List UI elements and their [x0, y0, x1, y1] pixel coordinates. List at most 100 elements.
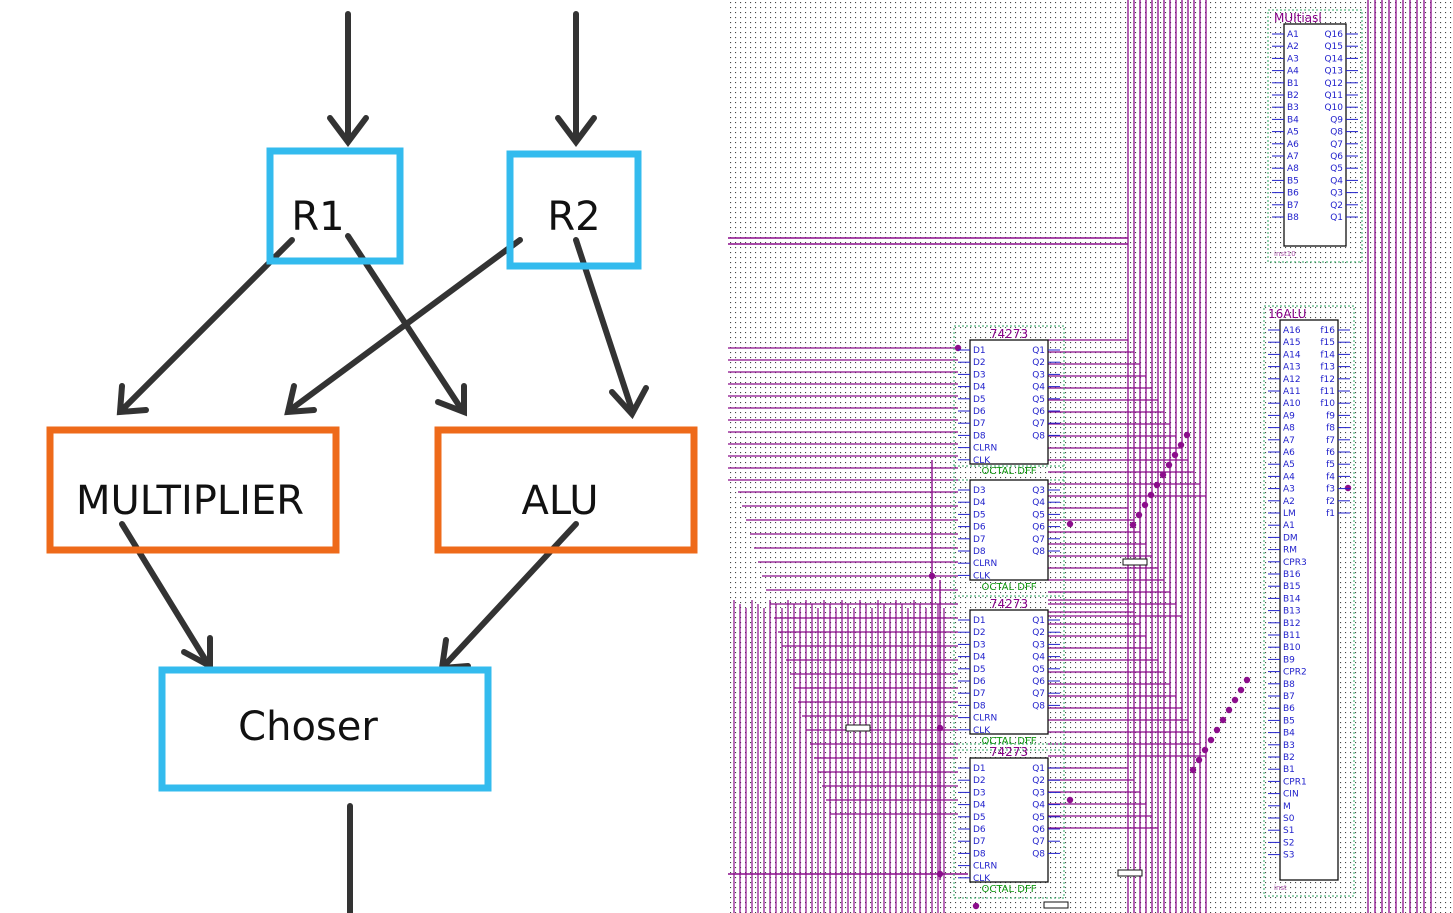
dff-chip-1-pin-label: D2: [973, 358, 986, 368]
multiplier-chip-pin-label: Q4: [1330, 176, 1343, 186]
dff-chip-4-pin-label: CLK: [973, 874, 991, 884]
dff-chip-3-pin-label: D4: [973, 653, 986, 663]
alu-chip-pin-label: B3: [1283, 741, 1295, 751]
dff-chip-2-pin-label: Q3: [1032, 486, 1045, 496]
alu-chip-pin-label: B7: [1283, 692, 1295, 702]
wire-junction-dot: [1153, 481, 1161, 489]
alu-chip-pin-label: RM: [1283, 546, 1297, 556]
alu-chip-pin-label: B15: [1283, 582, 1301, 592]
dff-chip-2-pin-label: Q6: [1032, 523, 1045, 533]
alu-chip-pin-label: f8: [1326, 424, 1335, 434]
dff-chip-3-pin-label: Q1: [1032, 616, 1045, 626]
multiplier-chip-pin-label: B6: [1287, 189, 1299, 199]
alu-chip-pin-label: S2: [1283, 838, 1294, 848]
multiplier-chip-pin-label: Q10: [1324, 103, 1343, 113]
dff-chip-3-pin-label: D2: [973, 628, 986, 638]
wire-junction-dot: [1177, 441, 1185, 449]
dff-chip-3: 74273D1D2D3D4D5D6D7D8CLRNCLKQ1Q2Q3Q4Q5Q6…: [953, 595, 1065, 751]
alu-chip-pin-label: f1: [1326, 509, 1335, 519]
dff-chip-1-pin-label: Q8: [1032, 431, 1045, 441]
alu-chip-pin-label: f7: [1326, 436, 1335, 446]
dff-chip-3-pin-label: CLRN: [973, 714, 997, 724]
alu-chip-pin-label: A5: [1283, 460, 1295, 470]
arrow-r2-to-multiplier: [287, 237, 523, 413]
alu-chip-pin-label: CPR2: [1283, 668, 1307, 678]
multiplier-chip-pin-label: Q3: [1330, 189, 1343, 199]
dff-chip-3-pin-label: Q8: [1032, 701, 1045, 711]
block-diagram: R1 R2 MULTIPLIER ALU Choser: [46, 11, 698, 913]
multiplier-chip-pin-label: A2: [1287, 42, 1299, 52]
multiplier-chip-frame: [1267, 9, 1363, 263]
dff-chip-2-pin-label: CLRN: [973, 559, 997, 569]
multiplier-chip-body: [1283, 23, 1347, 247]
alu-chip-pin-label: A1: [1283, 521, 1295, 531]
alu-chip-pin-label: A7: [1283, 436, 1295, 446]
dff-chip-3-pin-label: Q7: [1032, 689, 1045, 699]
alu-chip-pin-label: A12: [1283, 375, 1301, 385]
alu-chip-pin-label: f4: [1326, 472, 1335, 482]
alu-chip-pin-label: A6: [1283, 448, 1295, 458]
dff-chip-4-pin-label: D5: [973, 813, 986, 823]
dff-chip-2-pin-label: D7: [973, 535, 986, 545]
multiplier-chip-pin-label: Q15: [1324, 42, 1343, 52]
dff-chip-3-pin-label: D1: [973, 616, 986, 626]
wire-junction-dot: [972, 902, 980, 910]
dff-chip-1-pin-label: D7: [973, 419, 986, 429]
alu-chip-pin-label: B2: [1283, 753, 1295, 763]
arrowhead-r1-to-alu: [435, 383, 467, 417]
dff-chip-3-pin-label: D6: [973, 677, 986, 687]
dff-chip-2-pin-label: Q8: [1032, 547, 1045, 557]
wire-junction-dot: [1195, 756, 1203, 764]
dff-chip-2-pin-label: Q4: [1032, 498, 1045, 508]
multiplier-chip-pin-label: Q16: [1324, 30, 1343, 40]
multiplier-label: MULTIPLIER: [76, 478, 304, 524]
dff-chip-1-pin-label: Q3: [1032, 370, 1045, 380]
dff-chip-3-pin-label: D7: [973, 689, 986, 699]
wire-junction-dot: [1231, 696, 1239, 704]
alu-chip-pin-label: B13: [1283, 607, 1301, 617]
dff-chip-1-body: [969, 339, 1049, 465]
alu-chip-title: 16ALU: [1268, 307, 1306, 321]
dff-chip-3-title: 74273: [990, 597, 1028, 611]
multiplier-chip-pin-label: A5: [1287, 128, 1299, 138]
r1-label: R1: [291, 194, 344, 240]
multiplier-chip-pin-label: A8: [1287, 164, 1299, 174]
dff-chip-2-body: [969, 479, 1049, 581]
dff-chip-1-pin-label: Q7: [1032, 419, 1045, 429]
arrowhead-multiplier-to-choser: [181, 635, 213, 672]
multiplier-chip: MUItiaslA1A2A3A4B1B2B3B4A5A6A7A8B5B6B7B8…: [1267, 9, 1363, 263]
dff-chip-4-pin-label: Q7: [1032, 837, 1045, 847]
dff-chip-1-pin-label: D8: [973, 431, 986, 441]
alu-chip-pin-label: A13: [1283, 363, 1301, 373]
multiplier-chip-pin-label: A1: [1287, 30, 1299, 40]
io-pin-connector: [1122, 558, 1148, 566]
alu-chip-pin-label: M: [1283, 802, 1291, 812]
alu-chip-pin-label: DM: [1283, 533, 1298, 543]
dff-chip-3-pin-label: Q3: [1032, 640, 1045, 650]
wire-junction-dot: [1135, 511, 1143, 519]
alu-box: [434, 426, 698, 554]
multiplier-chip-pin-label: B5: [1287, 176, 1299, 186]
arrowhead-r2-to-alu: [609, 385, 649, 420]
arrowhead-r1-to-multiplier: [116, 383, 149, 416]
wire-junction-dot: [1189, 766, 1197, 774]
dff-chip-3-pin-label: Q5: [1032, 665, 1045, 675]
dff-chip-1-title: 74273: [990, 327, 1028, 341]
dff-chip-4-pin-label: Q2: [1032, 776, 1045, 786]
multiplier-chip-title: MUItiasl: [1274, 11, 1322, 25]
arrowhead-input-r1: [327, 115, 369, 147]
dff-chip-1-pin-label: Q1: [1032, 346, 1045, 356]
dff-chip-2-pin-label: Q5: [1032, 510, 1045, 520]
dff-chip-2-pin-label: D3: [973, 486, 986, 496]
wire-junction-dot: [1219, 716, 1227, 724]
dff-chip-1-pin-label: D1: [973, 346, 986, 356]
alu-chip-pin-label: B11: [1283, 631, 1301, 641]
alu-chip-pin-label: CPR1: [1283, 777, 1307, 787]
alu-chip-pin-label: CPR3: [1283, 558, 1307, 568]
alu-chip-pin-label: B6: [1283, 704, 1295, 714]
dff-chip-4-pin-label: CLRN: [973, 862, 997, 872]
dff-chip-1-pin-label: CLK: [973, 456, 991, 466]
alu-chip-pin-label: f10: [1320, 399, 1335, 409]
alu-chip-pin-label: A16: [1283, 326, 1301, 336]
dff-chip-4-footer: OCTAL DFF: [982, 884, 1037, 895]
